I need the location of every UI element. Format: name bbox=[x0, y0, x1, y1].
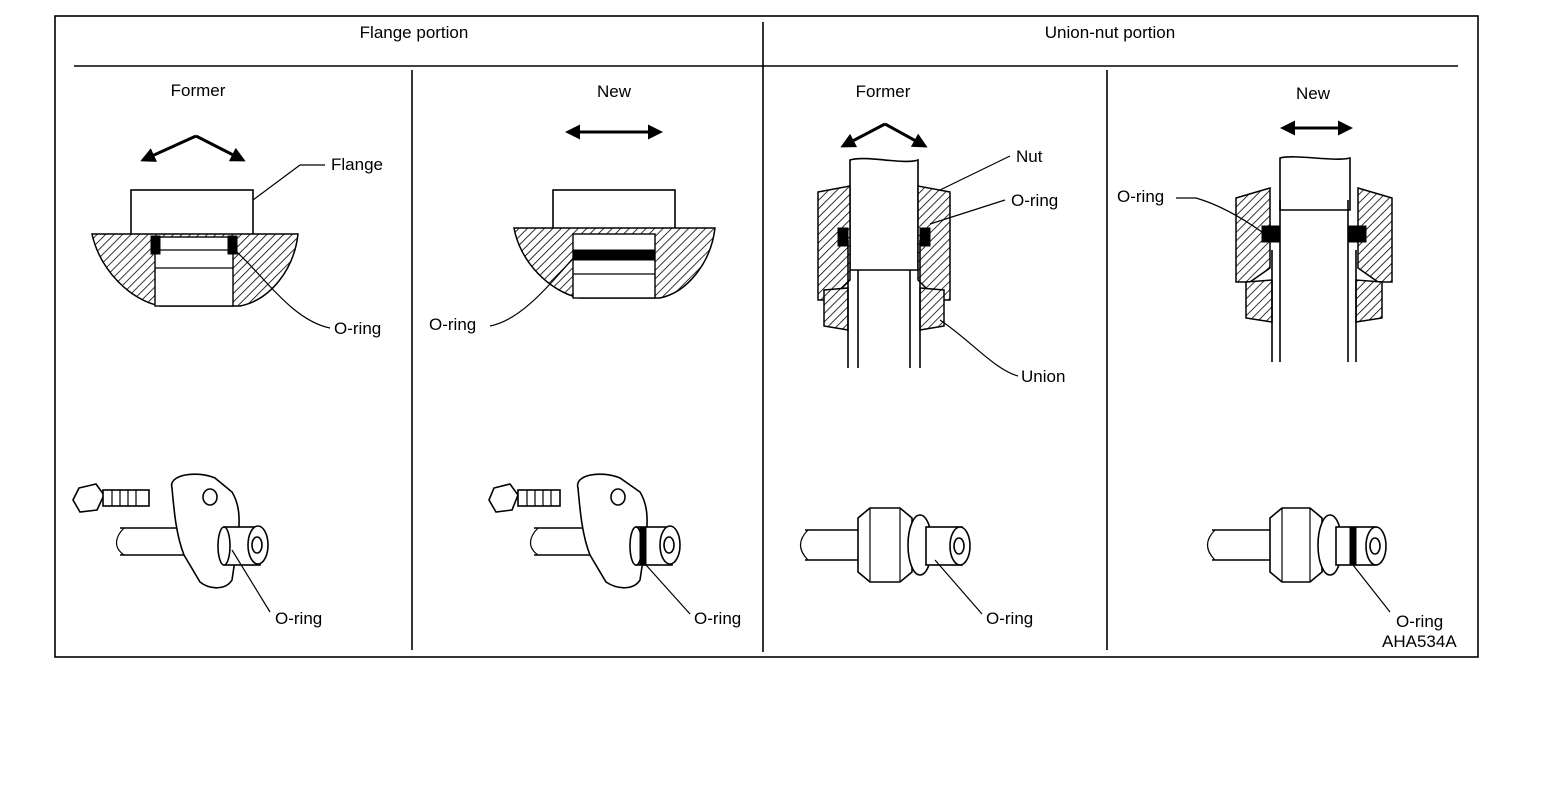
oring-label-union-new-assembly: O-ring bbox=[1396, 612, 1443, 631]
union-new-cross-section bbox=[1176, 120, 1393, 362]
oring-label-flange-new-assembly: O-ring bbox=[694, 609, 741, 628]
nut-label: Nut bbox=[1016, 147, 1043, 166]
union-new-assembly bbox=[1206, 507, 1391, 613]
union-nut-portion-header: Union-nut portion bbox=[1045, 23, 1175, 42]
flange-portion-header: Flange portion bbox=[360, 23, 469, 42]
flange-former-assembly bbox=[72, 473, 271, 613]
movement-arrows-former bbox=[140, 134, 246, 162]
flange-new-cross-section bbox=[489, 124, 716, 327]
column-title-former-flange: Former bbox=[171, 81, 226, 100]
oring-label-flange-former-assembly: O-ring bbox=[275, 609, 322, 628]
oring-label-flange-former-section: O-ring bbox=[334, 319, 381, 338]
union-former-assembly bbox=[799, 507, 983, 615]
union-label: Union bbox=[1021, 367, 1065, 386]
bolt bbox=[72, 483, 150, 513]
bolt bbox=[488, 483, 561, 513]
oring-label-union-new-section: O-ring bbox=[1117, 187, 1164, 206]
flange-label: Flange bbox=[331, 155, 383, 174]
figure-code: AHA534A bbox=[1382, 632, 1457, 651]
union-former-cross-section bbox=[817, 122, 1019, 377]
table-frame bbox=[54, 15, 1479, 658]
oring-label-flange-new-section: O-ring bbox=[429, 315, 476, 334]
oring-label-union-former-section: O-ring bbox=[1011, 191, 1058, 210]
column-title-new-union: New bbox=[1296, 84, 1331, 103]
column-title-new-flange: New bbox=[597, 82, 632, 101]
column-title-former-union: Former bbox=[856, 82, 911, 101]
flange-former-cross-section bbox=[91, 134, 331, 329]
oring-label-union-former-assembly: O-ring bbox=[986, 609, 1033, 628]
movement-arrows-union-former bbox=[840, 122, 928, 148]
flange-new-assembly bbox=[488, 473, 691, 615]
